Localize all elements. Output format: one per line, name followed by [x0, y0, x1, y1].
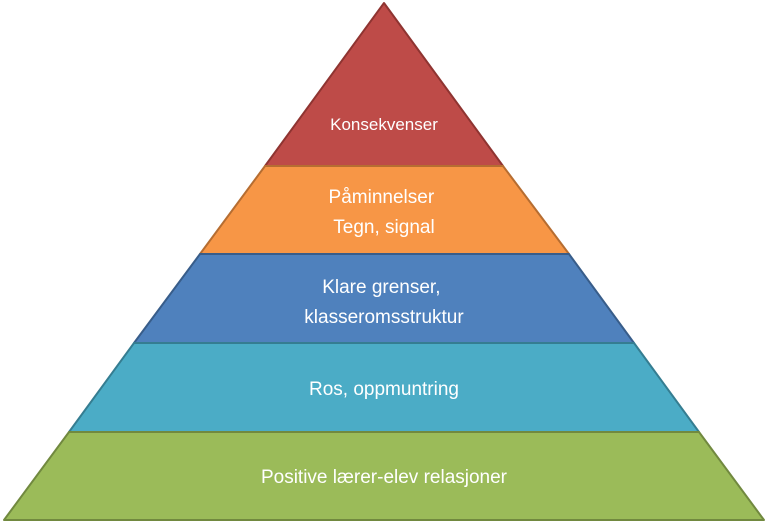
tier-4-label: Ros, oppmuntring: [309, 379, 459, 400]
tier-5-label: Positive lærer-elev relasjoner: [261, 467, 508, 488]
tier-3-klare-grenser: [133, 253, 635, 344]
tier-3-label: Klare grenser, klasseromsstruktur: [304, 277, 464, 328]
tier-1-label: Konsekvenser: [330, 115, 438, 134]
tier-5-positive-relasjoner: [3, 431, 765, 521]
tier-2-label: Påminnelser Tegn, signal: [329, 187, 440, 238]
tier-2-paminnelser: [199, 165, 570, 255]
tier-1-konsekvenser: [264, 2, 504, 167]
